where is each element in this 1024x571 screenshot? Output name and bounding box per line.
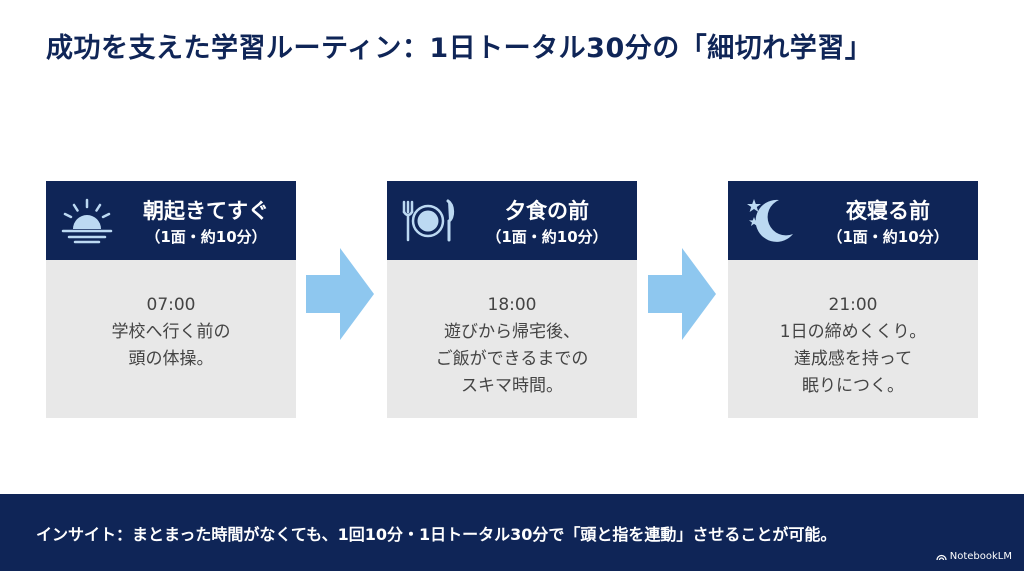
step-card-morning: 朝起きてすぐ （1面・約10分） 07:00 学校へ行く前の 頭の体操。	[46, 181, 296, 418]
step-time: 18:00	[487, 295, 537, 315]
meal-icon	[402, 199, 455, 242]
slide-title: 成功を支えた学習ルーティン：1日トータル30分の「細切れ学習」	[46, 33, 873, 64]
step-duration: （1面・約10分）	[145, 228, 267, 246]
step-title: 夜寝る前	[846, 199, 930, 223]
step-desc-line: 1日の締めくくり。	[779, 322, 927, 342]
sunrise-icon	[61, 198, 113, 244]
step-time: 07:00	[146, 295, 196, 315]
step-time: 21:00	[828, 295, 878, 315]
step-title: 朝起きてすぐ	[143, 199, 269, 223]
step-desc-line: 学校へ行く前の	[111, 322, 231, 342]
step-duration: （1面・約10分）	[827, 228, 949, 246]
step-body: 21:00 1日の締めくくり。 達成感を持って 眠りにつく。	[728, 260, 978, 400]
brand-label: NotebookLM	[936, 551, 1012, 562]
step-card-evening: 夕食の前 （1面・約10分） 18:00 遊びから帰宅後、 ご飯ができるまでの …	[387, 181, 637, 418]
step-desc-line: ご飯ができるまでの	[435, 349, 589, 369]
step-desc-line: 遊びから帰宅後、	[444, 322, 580, 342]
step-desc-line: 眠りにつく。	[802, 376, 904, 396]
step-duration: （1面・約10分）	[486, 228, 608, 246]
insight-text: インサイト：まとまった時間がなくても、1回10分・1日トータル30分で「頭と指を…	[36, 525, 837, 544]
step-desc-line: 頭の体操。	[128, 349, 214, 369]
flow-arrow	[648, 248, 716, 340]
step-card-header: 夜寝る前 （1面・約10分）	[728, 181, 978, 260]
step-card-header: 朝起きてすぐ （1面・約10分）	[46, 181, 296, 260]
step-card-header: 夕食の前 （1面・約10分）	[387, 181, 637, 260]
insight-footer: インサイト：まとまった時間がなくても、1回10分・1日トータル30分で「頭と指を…	[0, 494, 1024, 571]
notebooklm-logo-icon	[936, 554, 947, 560]
step-desc-line: スキマ時間。	[461, 376, 563, 396]
moon-stars-icon	[747, 199, 793, 242]
step-body: 18:00 遊びから帰宅後、 ご飯ができるまでの スキマ時間。	[387, 260, 637, 400]
step-desc-line: 達成感を持って	[793, 349, 913, 369]
step-title: 夕食の前	[505, 199, 589, 223]
brand-name: NotebookLM	[949, 551, 1012, 562]
flow-arrow	[306, 248, 374, 340]
step-body: 07:00 学校へ行く前の 頭の体操。	[46, 260, 296, 373]
step-card-night: 夜寝る前 （1面・約10分） 21:00 1日の締めくくり。 達成感を持って 眠…	[728, 181, 978, 418]
